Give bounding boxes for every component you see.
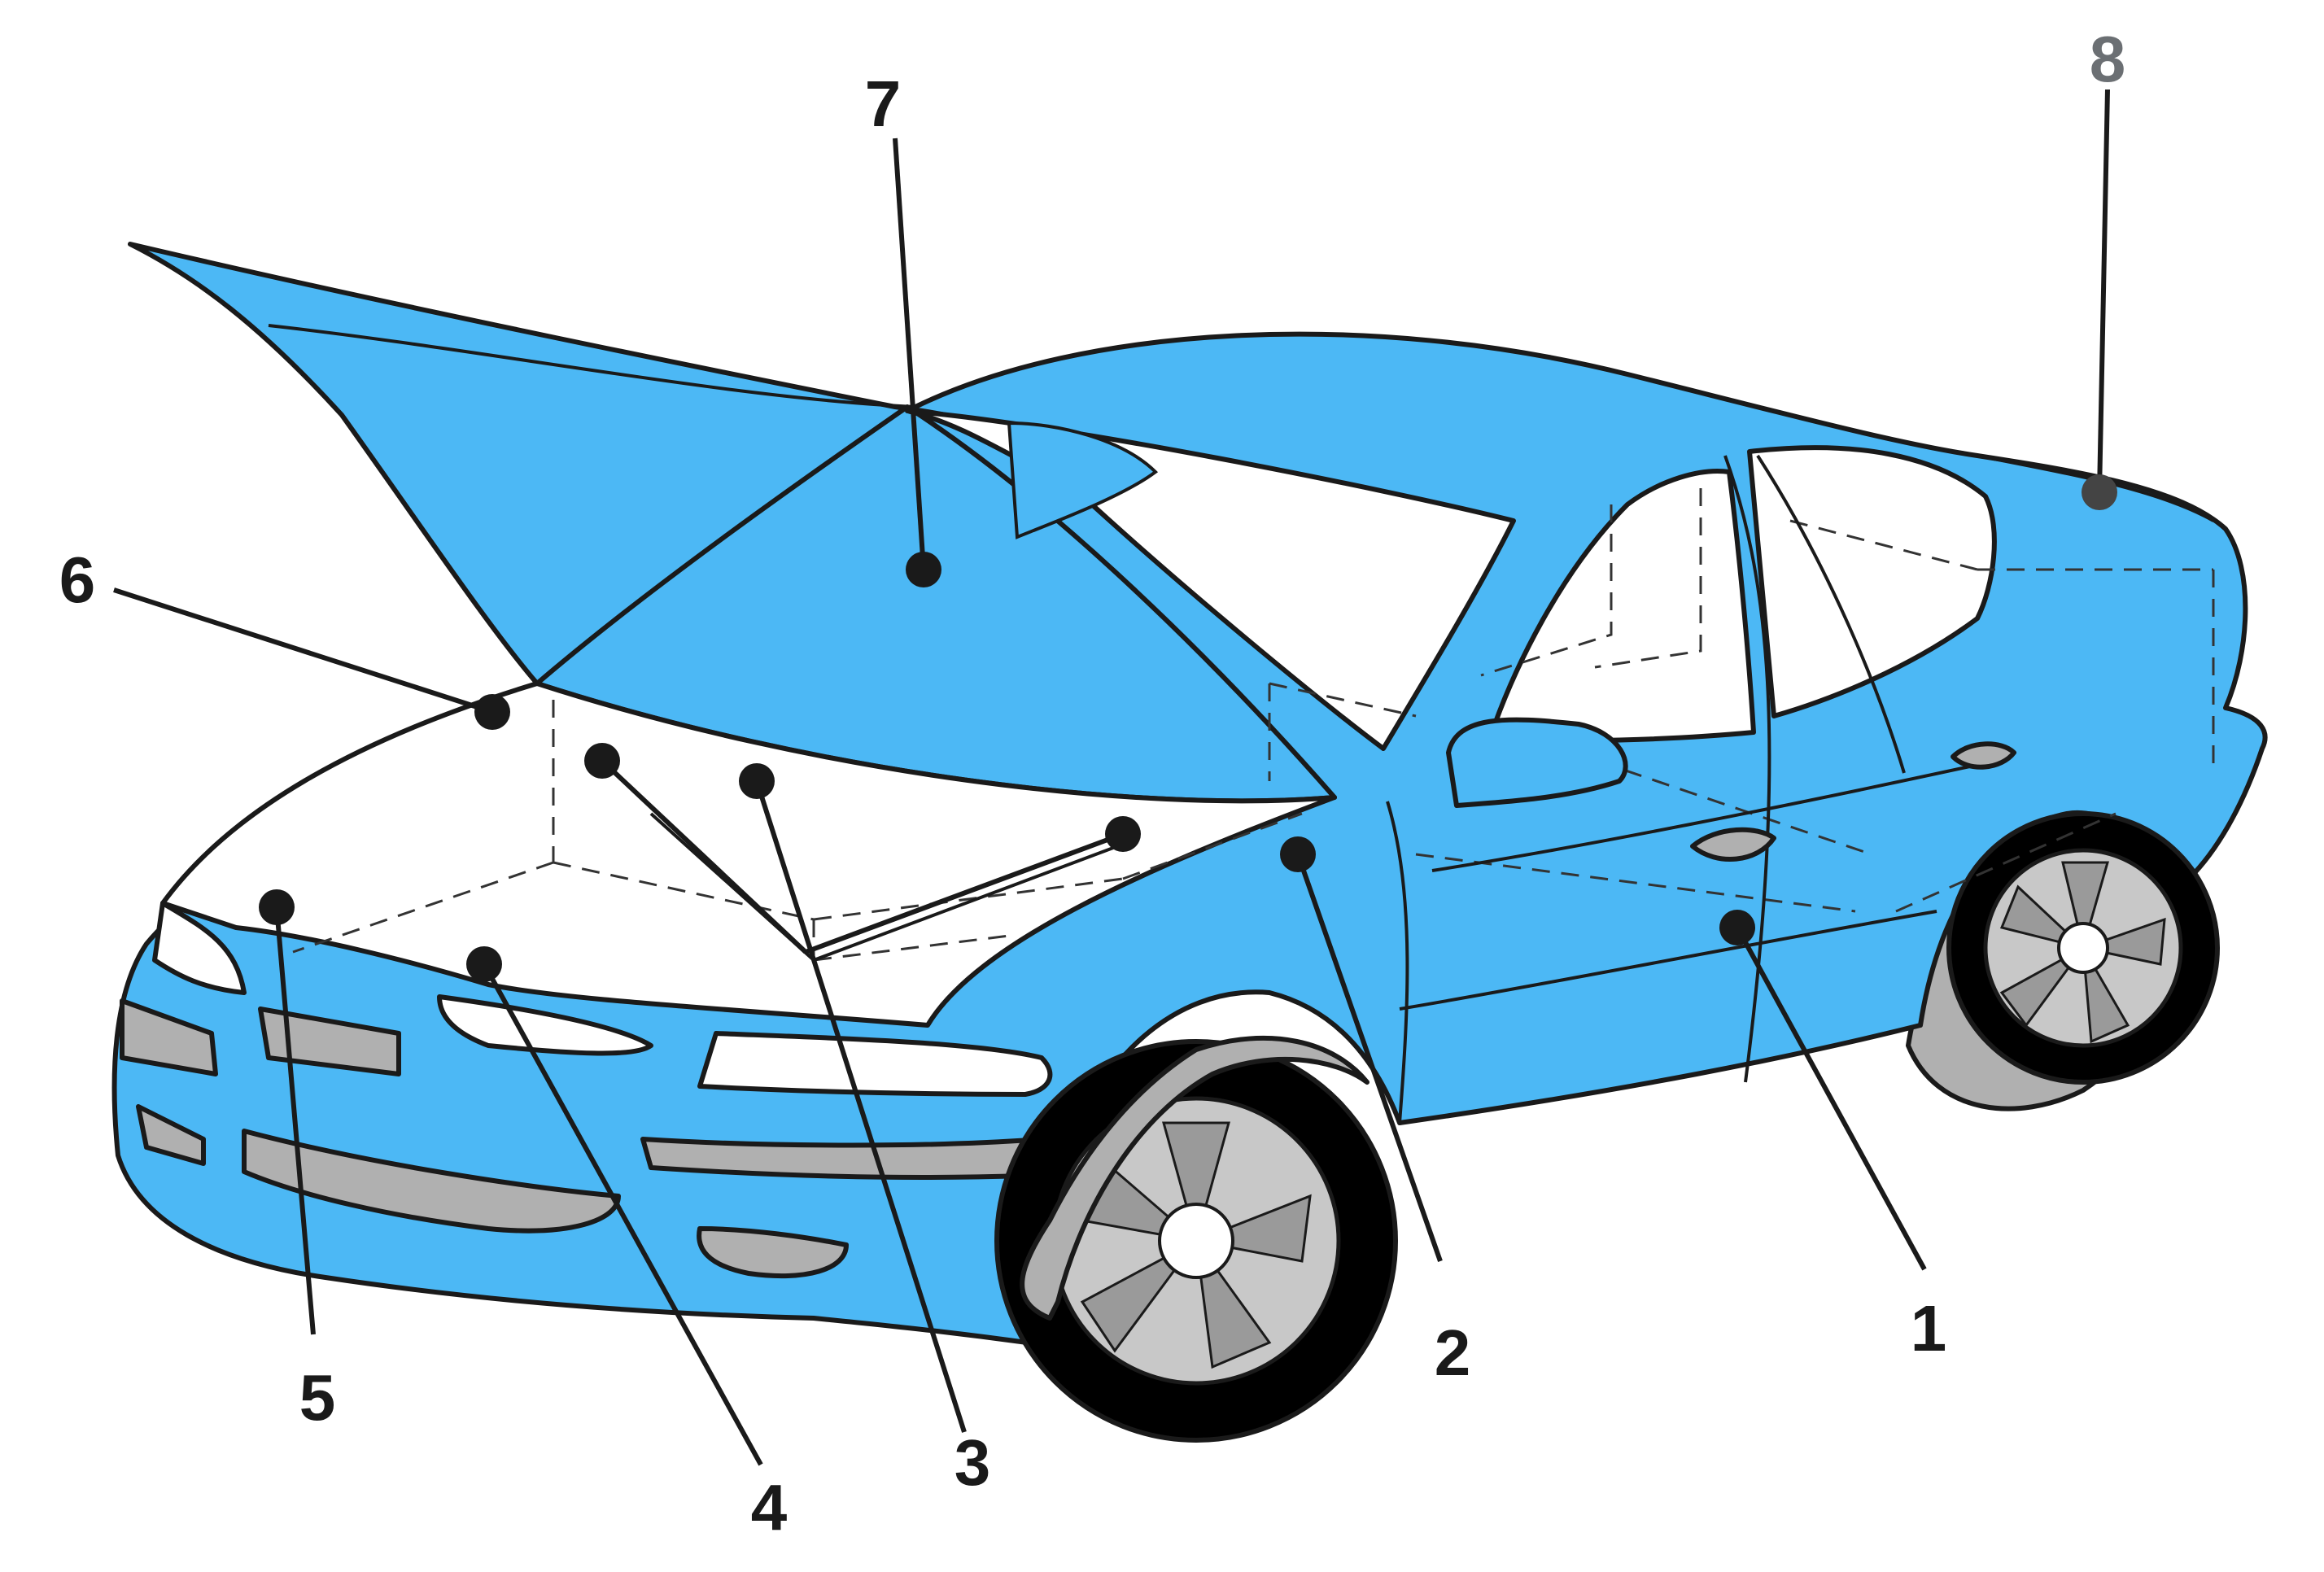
callout-dot-1 [1719, 910, 1755, 945]
door-seams [1386, 454, 1978, 1124]
leader-line-3 [754, 780, 967, 1433]
callout-label-5: 5 [299, 1361, 336, 1434]
callout-6: 6 [59, 544, 1141, 954]
callout-8: 8 [2082, 23, 2125, 510]
callout-dot-2 [1280, 836, 1316, 872]
grille-left [258, 1007, 401, 1076]
cabin-hidden-lines [1268, 488, 2215, 913]
front-wheel-arch [1020, 1035, 1370, 1321]
grille-top [437, 994, 653, 1056]
leader-line-6c [804, 832, 1125, 954]
callout-dot-5 [259, 889, 295, 925]
callout-dot-6b [584, 743, 620, 779]
callouts: 1 2 3 4 5 6 [59, 23, 2126, 1544]
leader-line-5 [274, 906, 316, 1335]
callout-dot-6c [1105, 816, 1141, 852]
callout-label-3: 3 [954, 1426, 991, 1499]
leader-line-2 [1295, 854, 1443, 1262]
callout-dot-8 [2082, 474, 2117, 510]
windshield-reflection [1007, 421, 1159, 539]
callout-dot-6 [474, 694, 510, 730]
front-hub [1158, 1203, 1234, 1279]
callout-5: 5 [259, 889, 335, 1434]
callout-label-8: 8 [2090, 23, 2126, 95]
callout-dot-4 [466, 946, 502, 982]
callout-label-2: 2 [1435, 1317, 1471, 1389]
bumper-strip-left [120, 998, 218, 1076]
engine-bay-hidden-lines [292, 700, 1303, 962]
callout-label-7: 7 [865, 68, 902, 140]
leader-line-6 [113, 587, 493, 714]
front-bumper-light-bar [640, 1137, 1053, 1180]
fog-light-right [697, 1226, 849, 1279]
callout-1: 1 [1719, 910, 1946, 1365]
front-door-handle [1690, 827, 1776, 862]
callout-4: 4 [466, 946, 788, 1544]
callout-label-1: 1 [1911, 1292, 1947, 1365]
callout-label-4: 4 [751, 1471, 788, 1544]
bumper-lower-grille [242, 1129, 621, 1234]
callout-7: 7 [865, 68, 941, 587]
left-headlight [152, 901, 247, 995]
rear-door-window [1747, 445, 1997, 718]
front-door-window [1487, 469, 1756, 744]
car-illustration [111, 242, 2268, 1443]
leader-line-8 [2097, 89, 2110, 493]
callout-3: 3 [739, 763, 990, 1499]
callout-label-6: 6 [59, 544, 96, 616]
leader-line-6b [600, 758, 808, 954]
right-headlight [697, 1031, 1053, 1097]
rear-door-handle [1950, 741, 2016, 770]
leader-line-4 [482, 963, 763, 1466]
callout-2: 2 [1280, 836, 1470, 1389]
callout-dot-7 [906, 552, 941, 587]
leader-line-7 [893, 138, 926, 570]
fog-light-left [136, 1104, 206, 1166]
hood-crease [268, 324, 916, 408]
side-mirror [1446, 717, 1628, 808]
callout-dot-3 [739, 763, 775, 799]
rear-hub [2057, 922, 2109, 974]
leader-line-1 [1735, 926, 1927, 1271]
